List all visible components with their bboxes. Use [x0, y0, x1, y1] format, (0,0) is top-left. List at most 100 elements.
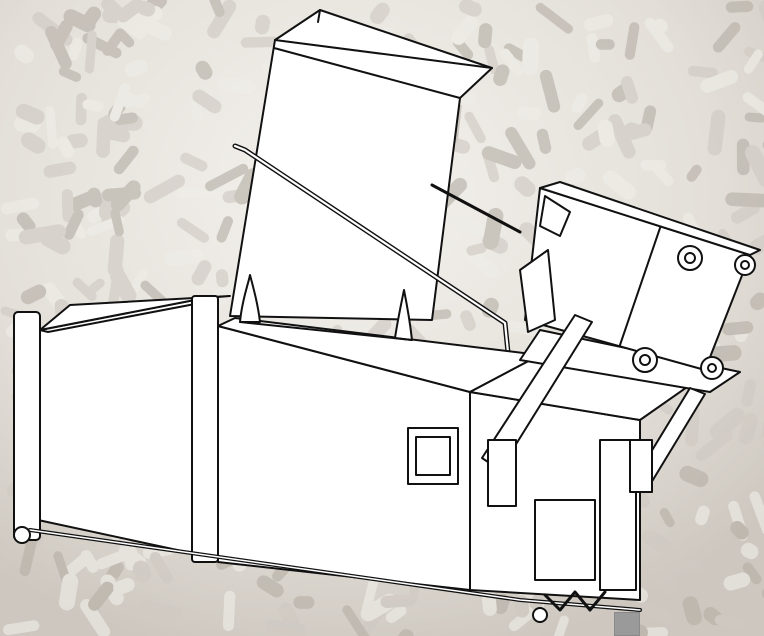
pellet [116, 0, 144, 23]
pellet [695, 429, 733, 462]
pellet [758, 0, 764, 26]
pellet [131, 269, 148, 293]
pellet [749, 491, 764, 536]
pellet [707, 109, 726, 156]
pellet [222, 590, 236, 632]
pellet [602, 170, 636, 200]
pellet [385, 605, 407, 623]
pellet [0, 197, 40, 215]
pellet [738, 413, 758, 445]
pellet [61, 189, 74, 223]
pellet [192, 89, 222, 114]
pellet [15, 103, 45, 125]
pellet [195, 60, 213, 80]
pellet [659, 508, 675, 528]
pellet [18, 224, 66, 245]
pellet [723, 572, 751, 591]
pellet [624, 22, 640, 60]
pellet [565, 167, 586, 185]
pellet [642, 529, 673, 554]
pellet [686, 164, 702, 182]
pellet [215, 269, 229, 288]
pellet [750, 292, 764, 311]
pellet [595, 39, 615, 50]
pellet [501, 319, 546, 338]
pellet [730, 202, 760, 224]
pellet [113, 145, 139, 175]
pellet [176, 217, 210, 243]
pellet [113, 577, 135, 595]
pellet [484, 45, 500, 75]
pellet [216, 216, 234, 243]
pellet [460, 310, 476, 331]
pellet [191, 99, 202, 123]
pellet [725, 192, 764, 208]
pellet [45, 105, 58, 149]
pellet [586, 33, 601, 63]
container-front-left [37, 297, 206, 557]
pellet [110, 208, 124, 237]
pellet [80, 599, 111, 636]
pellet [207, 0, 237, 39]
pellet [14, 44, 34, 64]
pellet [191, 260, 212, 286]
pellet [458, 0, 482, 17]
pellet [710, 407, 746, 440]
pellet [209, 0, 225, 18]
pellet [88, 278, 105, 294]
pellet [82, 99, 104, 112]
pellet [124, 59, 149, 77]
pellet [700, 69, 739, 93]
pellet [20, 132, 46, 154]
pellet [254, 14, 271, 35]
pellet [143, 174, 186, 204]
corner-square [614, 612, 640, 636]
pellet [620, 76, 639, 104]
left-corner-post [13, 311, 41, 541]
pellet [478, 23, 493, 49]
pellet [740, 542, 759, 560]
pellet [464, 111, 486, 144]
pellet [361, 576, 379, 614]
pellet [20, 284, 47, 305]
container-top-left [39, 295, 231, 331]
pellet [744, 112, 764, 123]
pellet [742, 92, 764, 118]
pellet [640, 159, 667, 172]
rear-hook [532, 607, 548, 623]
pellet [743, 49, 763, 74]
pellet [730, 520, 749, 540]
roller-wheel [13, 526, 31, 544]
pellet [149, 551, 173, 584]
lid-hook-right [394, 289, 413, 341]
pellet [736, 138, 750, 176]
pellet [642, 602, 672, 624]
pellet [536, 128, 552, 154]
pellet [3, 620, 40, 636]
pellet [466, 243, 487, 256]
pellet [102, 186, 142, 202]
pellet [551, 615, 569, 636]
pellet [482, 207, 504, 250]
pellet [493, 64, 510, 86]
pellet [644, 17, 674, 53]
pellet [370, 2, 390, 25]
pellet [256, 575, 284, 598]
pellet [714, 614, 745, 630]
pellet [687, 65, 718, 79]
pellet [597, 119, 616, 148]
pellet [391, 629, 414, 636]
pellet [58, 573, 79, 611]
pellet [80, 550, 99, 573]
pellet [521, 37, 539, 76]
pellet [514, 176, 536, 197]
pellet [535, 2, 573, 34]
lid-hook-left [239, 274, 261, 323]
pellet [293, 596, 315, 609]
pellet [741, 379, 757, 407]
pellet [16, 212, 36, 233]
pellet [72, 277, 97, 301]
pellet [679, 465, 709, 488]
pellet [444, 208, 486, 237]
